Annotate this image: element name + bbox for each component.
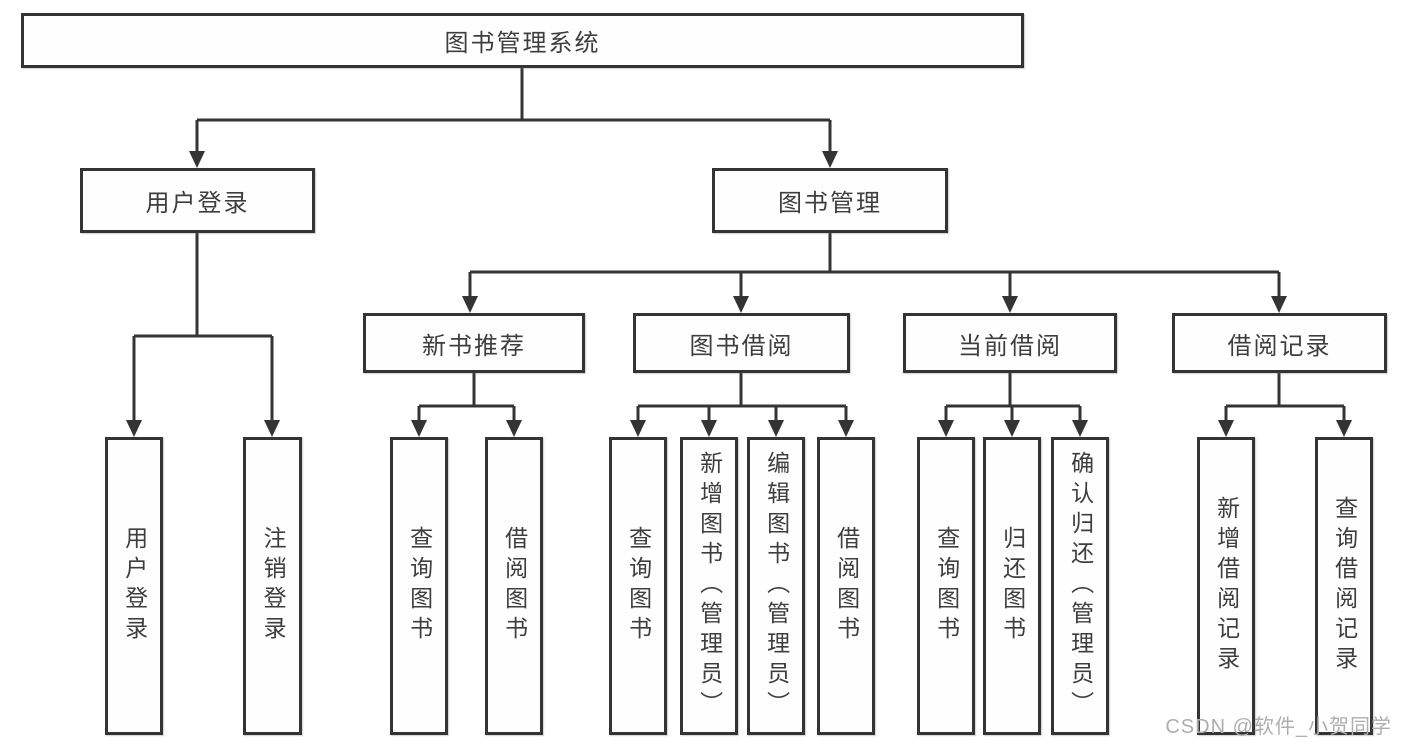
node-new-book-recommend: 新书推荐 bbox=[363, 313, 585, 373]
leaf-add-book-admin: 新增图书（管理员） bbox=[680, 437, 738, 735]
node-user-login: 用户登录 bbox=[80, 168, 315, 233]
leaf-recommend-query-books-label: 查询图书 bbox=[406, 526, 433, 646]
leaf-recommend-borrow-books: 借阅图书 bbox=[485, 437, 543, 735]
leaf-user-login-label: 用户登录 bbox=[121, 526, 148, 646]
arrow-down-icon bbox=[411, 420, 427, 437]
leaf-user-login: 用户登录 bbox=[105, 437, 163, 735]
node-new-book-recommend-label: 新书推荐 bbox=[422, 332, 526, 360]
node-borrow-records: 借阅记录 bbox=[1172, 313, 1387, 373]
arrow-down-icon bbox=[822, 151, 838, 168]
leaf-recommend-query-books: 查询图书 bbox=[390, 437, 448, 735]
leaf-query-borrow-record: 查询借阅记录 bbox=[1315, 437, 1373, 735]
node-book-borrow-label: 图书借阅 bbox=[689, 332, 794, 360]
leaf-logout: 注销登录 bbox=[243, 437, 302, 735]
leaf-borrow-query-books-label: 查询图书 bbox=[625, 526, 652, 646]
watermark-text: CSDN @软件_小贺同学 bbox=[1165, 716, 1392, 738]
node-current-borrow: 当前借阅 bbox=[903, 313, 1117, 373]
arrow-down-icon bbox=[1218, 420, 1234, 437]
leaf-edit-book-admin: 编辑图书（管理员） bbox=[747, 437, 805, 735]
connector-book-management bbox=[468, 233, 1281, 298]
leaf-confirm-return-admin: 确认归还（管理员） bbox=[1051, 437, 1109, 735]
node-current-borrow-label: 当前借阅 bbox=[958, 332, 1062, 360]
connector-current-borrow bbox=[944, 373, 1082, 422]
arrow-down-icon bbox=[462, 296, 478, 313]
arrow-down-icon bbox=[1004, 420, 1020, 437]
arrow-down-icon bbox=[733, 296, 749, 313]
arrow-down-icon bbox=[1336, 420, 1352, 437]
leaf-edit-book-admin-label: 编辑图书（管理员） bbox=[763, 451, 790, 721]
leaf-query-borrow-record-label: 查询借阅记录 bbox=[1331, 496, 1358, 676]
arrow-down-icon bbox=[938, 420, 954, 437]
arrow-down-icon bbox=[126, 420, 142, 437]
arrow-down-icon bbox=[506, 420, 522, 437]
arrow-down-icon bbox=[189, 151, 205, 168]
leaf-borrow-query-books: 查询图书 bbox=[609, 437, 667, 735]
arrow-down-icon bbox=[701, 420, 717, 437]
leaf-borrow-borrow-books: 借阅图书 bbox=[817, 437, 875, 735]
arrow-down-icon bbox=[838, 420, 854, 437]
leaf-add-book-admin-label: 新增图书（管理员） bbox=[696, 451, 723, 721]
node-user-login-label: 用户登录 bbox=[145, 190, 250, 217]
leaf-logout-label: 注销登录 bbox=[260, 526, 287, 646]
arrow-down-icon bbox=[1271, 296, 1287, 313]
arrow-down-icon bbox=[264, 420, 280, 437]
leaf-return-books: 归还图书 bbox=[983, 437, 1041, 735]
node-root: 图书管理系统 bbox=[21, 13, 1024, 68]
arrow-down-icon bbox=[768, 420, 784, 437]
arrow-down-icon bbox=[1072, 420, 1088, 437]
arrow-down-icon bbox=[1002, 296, 1018, 313]
leaf-recommend-borrow-books-label: 借阅图书 bbox=[501, 526, 528, 646]
leaf-confirm-return-admin-label: 确认归还（管理员） bbox=[1067, 451, 1094, 721]
leaf-return-books-label: 归还图书 bbox=[999, 526, 1026, 646]
node-root-label: 图书管理系统 bbox=[444, 30, 601, 57]
connector-new-book-recommend bbox=[417, 373, 516, 422]
arrowheads bbox=[126, 151, 1352, 437]
leaf-add-borrow-record: 新增借阅记录 bbox=[1197, 437, 1255, 735]
arrow-down-icon bbox=[630, 420, 646, 437]
leaf-current-query-books-label: 查询图书 bbox=[933, 526, 960, 646]
node-book-borrow: 图书借阅 bbox=[633, 313, 850, 373]
connector-user-login bbox=[132, 233, 274, 422]
leaf-current-query-books: 查询图书 bbox=[917, 437, 975, 735]
connector-root bbox=[195, 68, 832, 153]
leaf-borrow-borrow-books-label: 借阅图书 bbox=[833, 526, 860, 646]
node-book-management-label: 图书管理 bbox=[778, 190, 882, 217]
connector-book-borrow bbox=[636, 373, 848, 422]
leaf-add-borrow-record-label: 新增借阅记录 bbox=[1213, 496, 1240, 676]
node-book-management: 图书管理 bbox=[712, 168, 948, 233]
connector-borrow-records bbox=[1224, 373, 1346, 422]
node-borrow-records-label: 借阅记录 bbox=[1227, 332, 1332, 360]
